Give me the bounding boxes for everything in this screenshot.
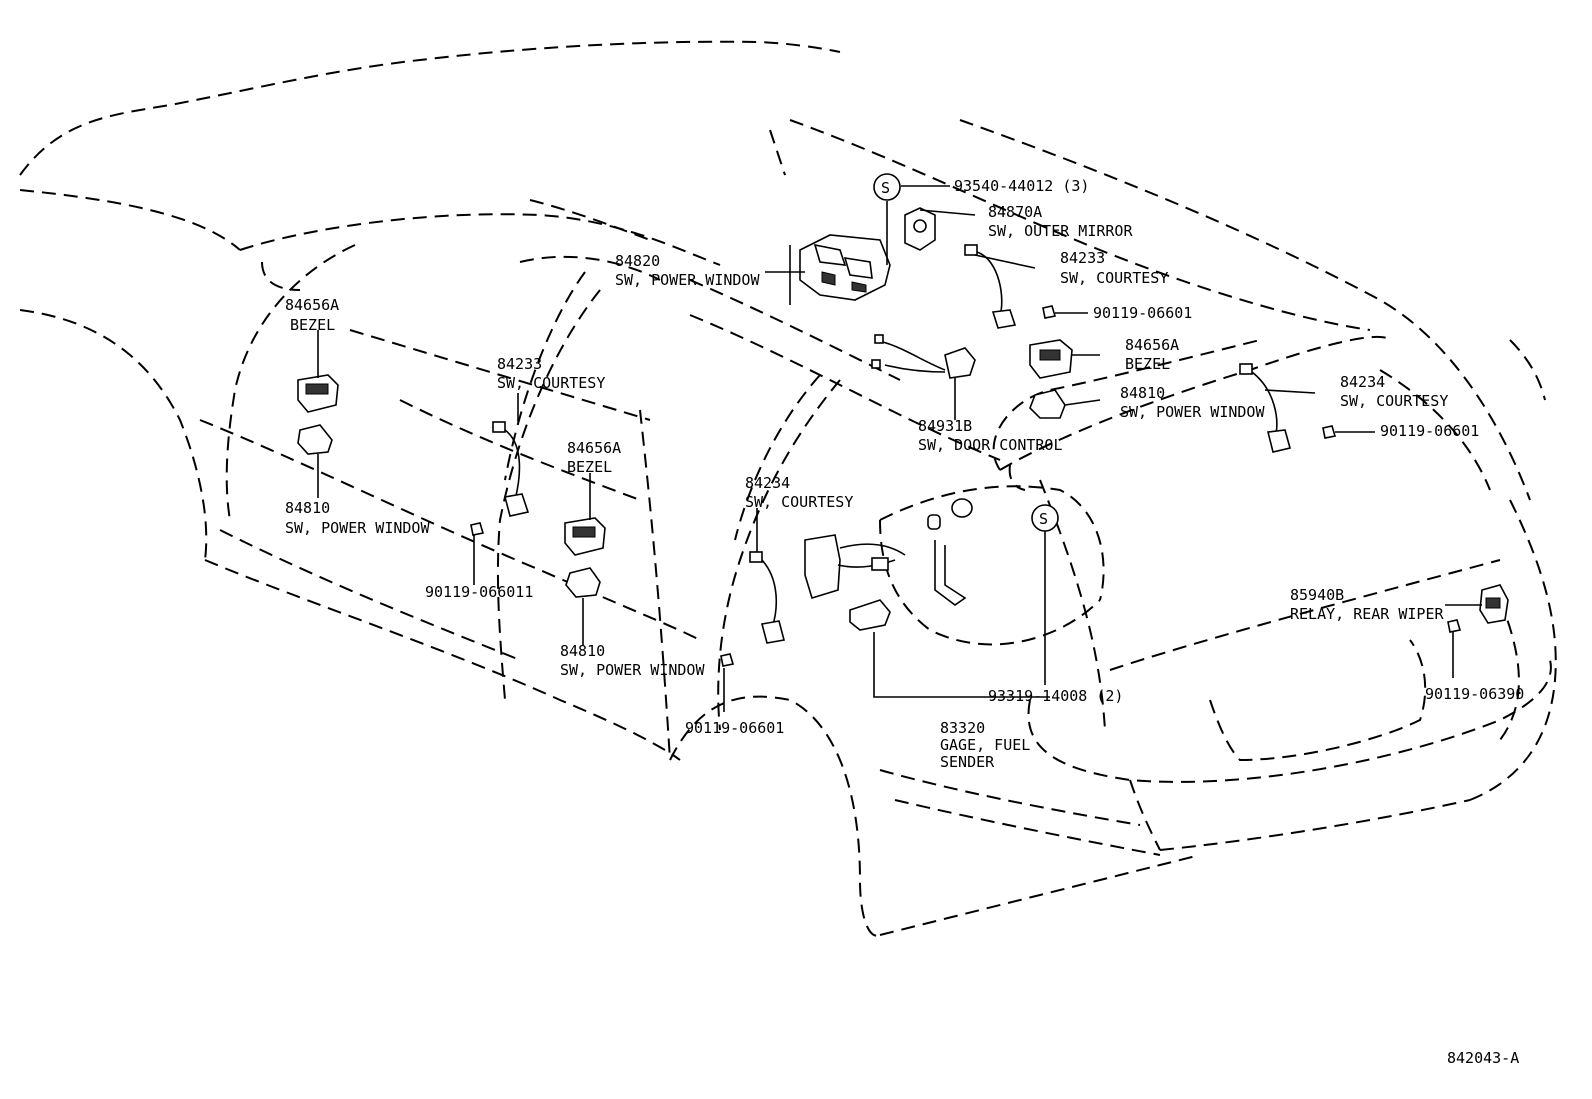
svg-text:S: S <box>1039 510 1048 528</box>
part-courtesy-switch-84234-middle <box>749 551 785 644</box>
callout-84820: 84820 SW, POWER WINDOW <box>615 252 760 289</box>
callout-90119-06601-right1: 90119-06601 <box>1093 304 1192 322</box>
svg-text:93319-14008 (2): 93319-14008 (2) <box>988 687 1123 705</box>
s-symbol-bottom: S <box>1031 504 1059 532</box>
part-screw-90119-06601-right2 <box>1322 425 1337 439</box>
part-courtesy-switch-84233-left <box>492 421 530 517</box>
svg-text:84870A: 84870A <box>988 203 1042 221</box>
svg-text:84234: 84234 <box>745 474 790 492</box>
svg-text:84931B: 84931B <box>918 417 972 435</box>
part-rear-wiper-relay-85940B <box>1479 584 1509 624</box>
callout-84233-right: 84233 SW, COURTESY <box>1060 249 1168 287</box>
svg-text:84820: 84820 <box>615 252 660 270</box>
part-screw-90119-06390 <box>1447 619 1462 633</box>
svg-text:SW, COURTESY: SW, COURTESY <box>1060 269 1168 287</box>
part-courtesy-switch-84233-right <box>964 244 1017 329</box>
part-power-window-switch-84810-middle <box>565 567 601 598</box>
svg-text:84810: 84810 <box>1120 384 1165 402</box>
part-screw-90119-06601-middle <box>720 653 735 667</box>
callout-84656A-right: 84656A BEZEL <box>1125 336 1179 373</box>
callout-84656A-left: 84656A BEZEL <box>285 296 339 334</box>
part-power-window-switch-84810-right <box>1029 389 1066 419</box>
part-bezel-84656A-right <box>1029 339 1073 379</box>
svg-text:84234: 84234 <box>1340 373 1385 391</box>
svg-text:BEZEL: BEZEL <box>1125 355 1170 373</box>
svg-text:84656A: 84656A <box>567 439 621 457</box>
callout-84810-left: 84810 SW, POWER WINDOW <box>285 499 430 537</box>
part-door-control-switch-84931B <box>871 334 976 379</box>
s-symbol-top: S <box>873 173 901 201</box>
part-screw-90119-06601-right1 <box>1042 305 1057 319</box>
callout-84234-right: 84234 SW, COURTESY <box>1340 373 1448 410</box>
callout-93540-44012: 93540-44012 (3) <box>954 177 1089 195</box>
svg-text:83320: 83320 <box>940 719 985 737</box>
svg-text:93540-44012 (3): 93540-44012 (3) <box>954 177 1089 195</box>
svg-text:90119-06601: 90119-06601 <box>1093 304 1192 322</box>
svg-text:85940B: 85940B <box>1290 586 1344 604</box>
leader-lines <box>317 185 1482 712</box>
svg-text:84810: 84810 <box>285 499 330 517</box>
svg-text:90119-06601: 90119-06601 <box>1380 422 1479 440</box>
svg-text:SW, POWER WINDOW: SW, POWER WINDOW <box>1120 403 1265 421</box>
svg-text:SW, POWER WINDOW: SW, POWER WINDOW <box>285 519 430 537</box>
callout-93319-14008: 93319-14008 (2) <box>988 687 1123 705</box>
callout-84931B: 84931B SW, DOOR CONTROL <box>918 417 1063 454</box>
callout-90119-06390: 90119-06390 <box>1425 685 1524 703</box>
svg-text:GAGE, FUEL: GAGE, FUEL <box>940 736 1030 754</box>
part-bezel-84656A-middle <box>564 517 606 556</box>
svg-text:SW, POWER WINDOW: SW, POWER WINDOW <box>560 661 705 679</box>
part-bezel-84656A-left <box>297 374 339 413</box>
callout-84234-middle: 84234 SW, COURTESY <box>745 474 853 511</box>
callout-90119-06601-right2: 90119-06601 <box>1380 422 1479 440</box>
svg-text:S: S <box>881 179 890 197</box>
svg-text:84810: 84810 <box>560 642 605 660</box>
callout-90119-06601-middle: 90119-06601 <box>685 719 784 737</box>
part-fuel-sender-gage-83320 <box>804 534 906 631</box>
part-courtesy-switch-84234-right <box>1239 363 1291 453</box>
diagram-code: 842043-A <box>1447 1049 1519 1067</box>
svg-text:SW, DOOR CONTROL: SW, DOOR CONTROL <box>918 436 1063 454</box>
part-power-window-master-switch-84820 <box>799 234 891 301</box>
svg-text:84233: 84233 <box>497 355 542 373</box>
vehicle-body-outline <box>19 40 1557 937</box>
svg-text:SW, POWER WINDOW: SW, POWER WINDOW <box>615 271 760 289</box>
callout-84233-left: 84233 SW, COURTESY <box>497 355 605 392</box>
part-outer-mirror-switch-84870A <box>904 207 936 251</box>
svg-text:84233: 84233 <box>1060 249 1105 267</box>
part-screw-90119-left <box>470 522 485 536</box>
svg-text:SW, COURTESY: SW, COURTESY <box>497 374 605 392</box>
part-power-window-switch-84810-left <box>297 424 333 455</box>
callout-84870A: 84870A SW, OUTER MIRROR <box>988 203 1133 240</box>
callout-90119-left: 90119-066011 <box>425 583 533 601</box>
svg-text:SW, COURTESY: SW, COURTESY <box>1340 392 1448 410</box>
svg-text:90119-06601: 90119-06601 <box>685 719 784 737</box>
part-fuel-tank-components <box>927 498 973 606</box>
svg-text:90119-066011: 90119-066011 <box>425 583 533 601</box>
callout-83320: 83320 GAGE, FUEL SENDER <box>940 719 1030 771</box>
callout-85940B: 85940B RELAY, REAR WIPER <box>1290 586 1444 623</box>
svg-text:SW, COURTESY: SW, COURTESY <box>745 493 853 511</box>
callout-84656A-middle: 84656A BEZEL <box>567 439 621 476</box>
svg-text:90119-06390: 90119-06390 <box>1425 685 1524 703</box>
callout-84810-right: 84810 SW, POWER WINDOW <box>1120 384 1265 421</box>
svg-text:RELAY, REAR WIPER: RELAY, REAR WIPER <box>1290 605 1444 623</box>
svg-text:SW, OUTER MIRROR: SW, OUTER MIRROR <box>988 222 1133 240</box>
svg-text:84656A: 84656A <box>1125 336 1179 354</box>
svg-text:SENDER: SENDER <box>940 753 995 771</box>
svg-text:BEZEL: BEZEL <box>567 458 612 476</box>
callout-84810-middle: 84810 SW, POWER WINDOW <box>560 642 705 679</box>
svg-text:BEZEL: BEZEL <box>290 316 335 334</box>
svg-text:84656A: 84656A <box>285 296 339 314</box>
